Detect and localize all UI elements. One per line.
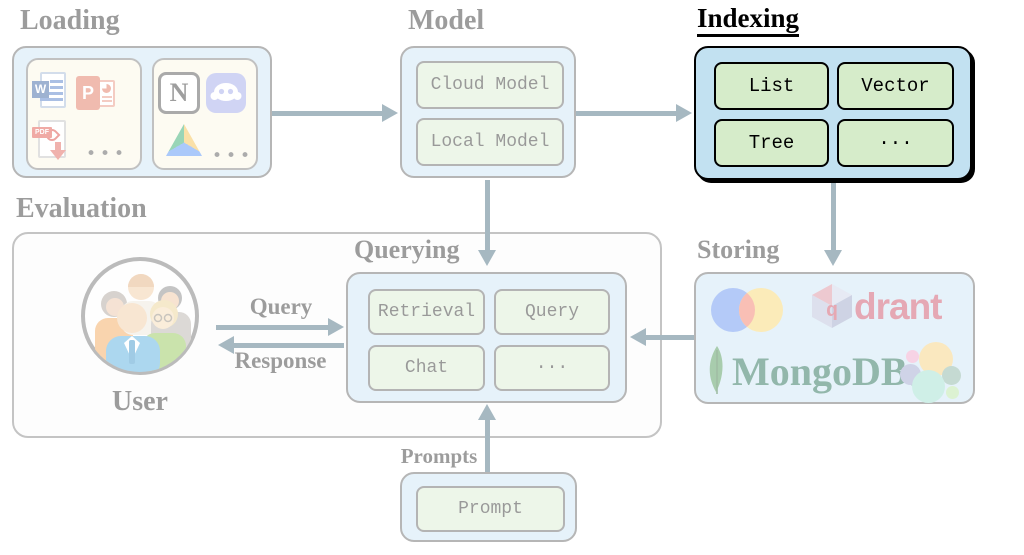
arrowhead-left [630, 328, 646, 346]
notion-icon: N [158, 72, 200, 114]
arrowhead-down [478, 250, 496, 266]
evaluation-title: Evaluation [16, 193, 147, 224]
apps-group: N ••• [152, 58, 258, 170]
arrowhead-up [478, 404, 496, 420]
arrowhead-left [218, 336, 234, 354]
tree-index-box: Tree [714, 119, 829, 167]
prompts-label: Prompts [400, 444, 478, 468]
indexing-title: Indexing [697, 3, 800, 37]
word-letter: W [32, 81, 49, 98]
local-model-box: Local Model [416, 118, 564, 166]
prompt-box: Prompt [416, 486, 565, 532]
mongodb-wordmark: MongoDB. [732, 349, 918, 394]
powerpoint-icon: P [76, 74, 118, 112]
documents-group: W P PDF ••• [26, 58, 142, 170]
qdrant-letter: q [826, 300, 838, 323]
query-flow-label: Query [249, 294, 313, 319]
qdrant-cube-icon: q [812, 284, 852, 328]
notion-letter: N [169, 78, 189, 107]
chat-box: Chat [368, 345, 485, 391]
model-panel: Cloud Model Local Model [400, 46, 576, 178]
qdrant-wordmark: drant [854, 286, 942, 327]
more-apps-ellipsis: ••• [212, 146, 255, 166]
mongodb-leaf-icon [709, 346, 723, 394]
querying-panel: Retrieval Query Chat ··· [346, 272, 627, 403]
indexing-panel: List Vector Tree ··· [694, 46, 972, 180]
indexing-more-box: ··· [837, 119, 954, 167]
query-box: Query [494, 289, 610, 335]
arrowhead-right [676, 104, 692, 122]
storing-panel: q drant MongoDB. [694, 272, 975, 404]
vector-index-box: Vector [837, 62, 954, 110]
discord-icon [206, 73, 246, 113]
word-icon: W [32, 72, 70, 110]
cloud-model-box: Cloud Model [416, 61, 564, 109]
user-label: User [112, 386, 168, 417]
arrowhead-right [382, 104, 398, 122]
prompt-panel: Prompt [400, 472, 577, 542]
arrowhead-right [328, 318, 344, 336]
response-flow-label: Response [234, 348, 327, 373]
list-index-box: List [714, 62, 829, 110]
loading-panel: W P PDF ••• [12, 46, 272, 178]
storing-title: Storing [697, 235, 780, 264]
elastic-icon [900, 340, 972, 404]
arrowhead-down [824, 250, 842, 266]
loading-title: Loading [20, 5, 120, 36]
pdf-label: PDF [32, 127, 52, 138]
evaluation-panel [12, 232, 662, 438]
powerpoint-letter: P [76, 76, 100, 110]
querying-more-box: ··· [494, 345, 610, 391]
pdf-icon: PDF [32, 120, 72, 164]
more-documents-ellipsis: ••• [86, 144, 129, 164]
chroma-icon [711, 288, 783, 332]
querying-title: Querying [354, 235, 460, 264]
model-title: Model [408, 5, 485, 36]
retrieval-box: Retrieval [368, 289, 485, 335]
user-group-avatar [81, 257, 199, 375]
